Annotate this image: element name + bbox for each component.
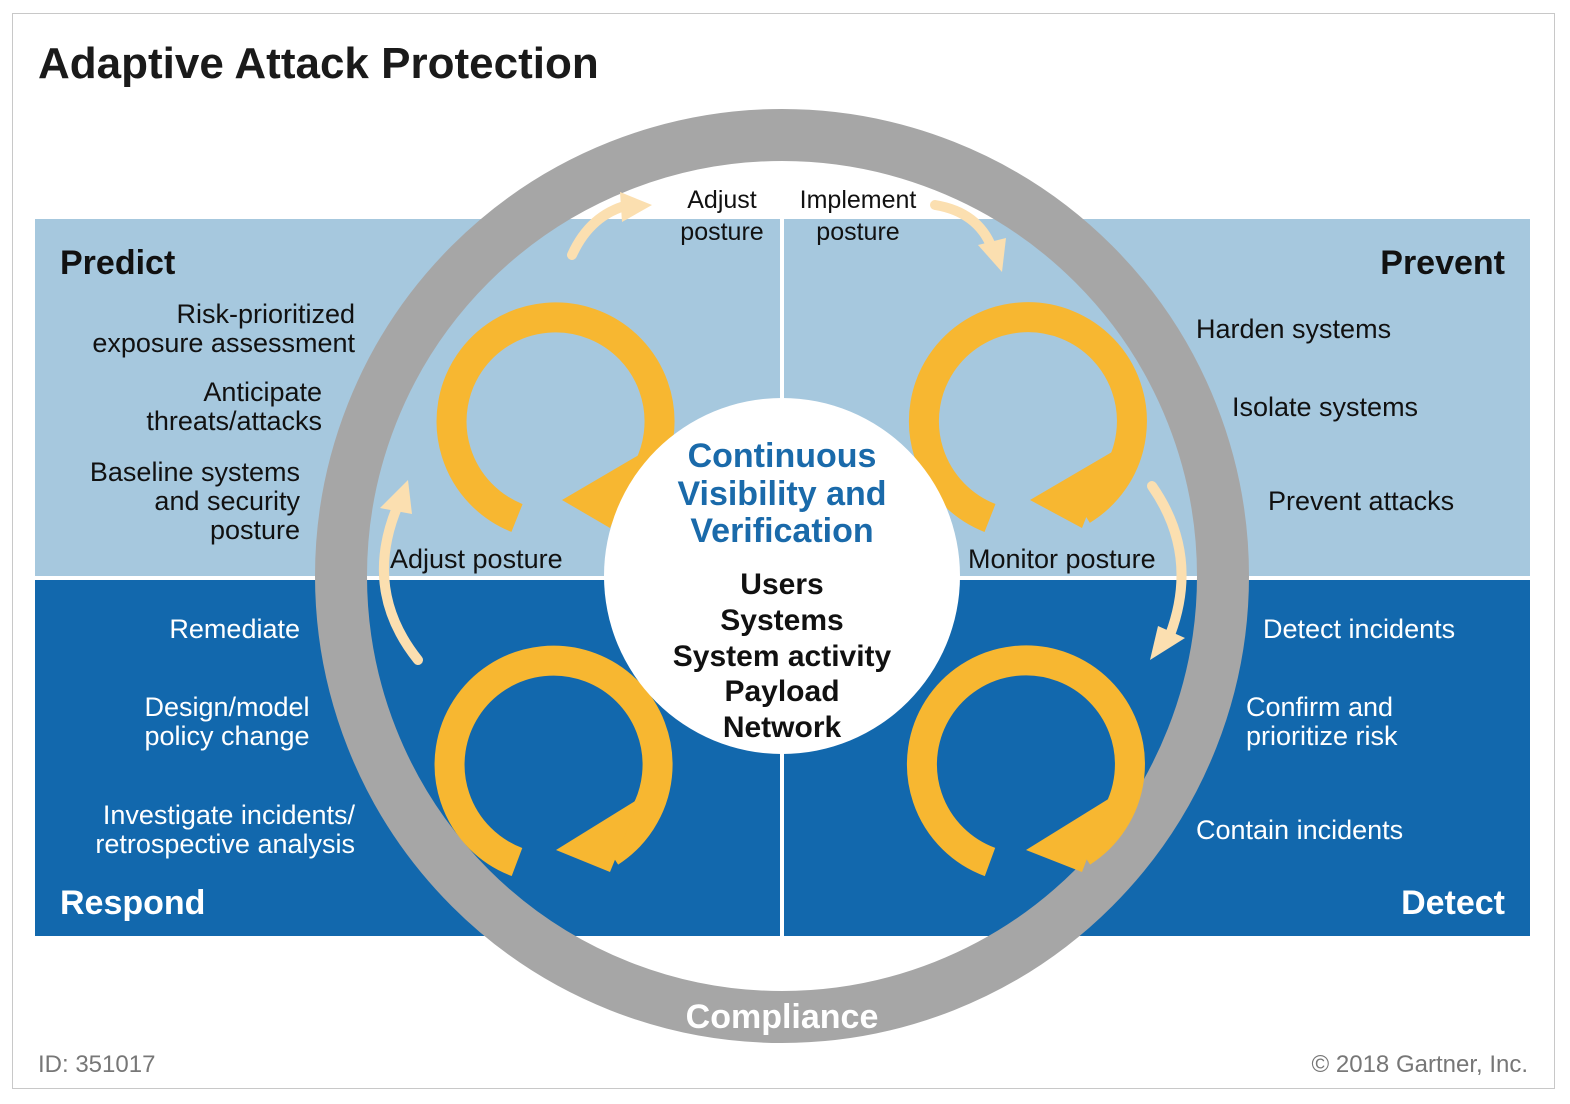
predict-item-1-line-1: Risk-prioritized	[176, 299, 355, 329]
respond-item-3-line-1: Investigate incidents/	[103, 800, 356, 830]
predict-label: Predict	[60, 244, 175, 282]
predict-item-2-line-2: threats/attacks	[146, 406, 322, 436]
footer-id: ID: 351017	[38, 1051, 155, 1078]
transition-monitor-posture: Monitor posture	[968, 544, 1156, 574]
transition-implement-line-1: Implement	[800, 186, 917, 214]
prevent-item-2: Isolate systems	[1232, 392, 1418, 422]
predict-item-3-line-2: and security	[154, 486, 300, 516]
policy-label: Policy	[729, 17, 835, 58]
center-item-system-activity: System activity	[673, 640, 892, 673]
detect-item-3: Contain incidents	[1196, 815, 1403, 845]
center-item-payload: Payload	[724, 675, 839, 708]
detect-item-2-line-2: prioritize risk	[1246, 721, 1398, 751]
predict-item-3-line-3: posture	[210, 515, 300, 545]
footer-copyright: © 2018 Gartner, Inc.	[1312, 1051, 1528, 1078]
center-circle	[604, 398, 960, 754]
adjust-posture-top-arrow-icon	[567, 192, 652, 260]
respond-item-1: Remediate	[169, 614, 300, 644]
center-item-systems: Systems	[720, 604, 843, 637]
detect-item-1: Detect incidents	[1263, 614, 1455, 644]
predict-item-1-line-2: exposure assessment	[92, 328, 355, 358]
center-item-network: Network	[723, 711, 842, 744]
prevent-item-3: Prevent attacks	[1268, 486, 1454, 516]
monitor-posture-arrow-icon	[1147, 481, 1187, 660]
transition-adjust-posture-left: Adjust posture	[390, 544, 563, 574]
respond-item-2-line-2: policy change	[144, 721, 309, 751]
prevent-label: Prevent	[1380, 244, 1505, 282]
prevent-item-1: Harden systems	[1196, 314, 1391, 344]
center-title-line-3: Verification	[690, 512, 873, 550]
policy-compliance-ring	[315, 109, 1249, 1043]
respond-cycle-arrow-icon	[434, 645, 673, 877]
center-item-users: Users	[740, 568, 823, 601]
diagram-title: Adaptive Attack Protection	[38, 39, 599, 88]
prevent-cycle-arrow-icon	[908, 302, 1147, 532]
transition-implement-line-2: posture	[816, 218, 899, 246]
predict-cycle-arrow-icon	[436, 302, 675, 532]
detect-item-2-line-1: Confirm and	[1246, 692, 1393, 722]
transition-adjust-line-1: Adjust	[687, 186, 757, 214]
detect-cycle-arrow-icon	[906, 645, 1145, 877]
predict-item-2-line-1: Anticipate	[203, 377, 322, 407]
respond-item-2-line-1: Design/model	[144, 692, 309, 722]
center-title-line-1: Continuous	[688, 437, 877, 475]
center-title-line-2: Visibility and	[677, 475, 886, 513]
implement-posture-arrow-icon	[930, 200, 1006, 272]
respond-item-3-line-2: retrospective analysis	[95, 829, 355, 859]
respond-label: Respond	[60, 884, 205, 922]
predict-item-3-line-1: Baseline systems	[90, 457, 300, 487]
adjust-posture-left-arrow-icon	[379, 480, 423, 665]
transition-adjust-line-2: posture	[680, 218, 763, 246]
compliance-label: Compliance	[686, 998, 879, 1036]
detect-label: Detect	[1401, 884, 1505, 922]
